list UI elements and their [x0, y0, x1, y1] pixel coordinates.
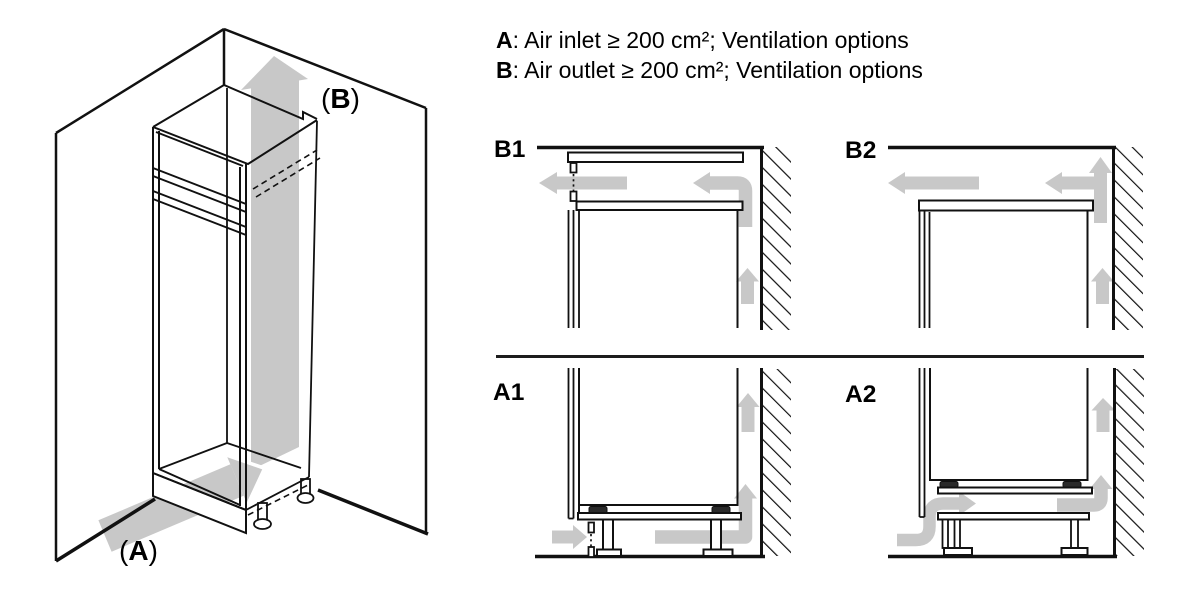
legend-line-air-inlet: A: Air inlet ≥ 200 cm²; Ventilation opti… — [496, 25, 923, 55]
legend-line-air-outlet: B: Air outlet ≥ 200 cm²; Ventilation opt… — [496, 55, 923, 85]
b1-label: B1 — [494, 136, 525, 163]
outlet-airflow-arrow — [241, 56, 308, 470]
b2-label: B2 — [845, 137, 876, 164]
b2-cabinet — [918, 199, 1094, 328]
inlet-label: (A) — [119, 535, 158, 566]
legend-text-b: : Air outlet ≥ 200 cm²; Ventilation opti… — [512, 57, 923, 83]
legend: A: Air inlet ≥ 200 cm²; Ventilation opti… — [496, 25, 923, 85]
legend-key-a: A — [496, 27, 513, 53]
a2-arrows — [897, 398, 1116, 547]
b2-wall-hatching — [1115, 147, 1143, 330]
diagram-b2: B2 — [845, 137, 1143, 330]
hidden-edges-dashed — [247, 149, 321, 516]
b1-wall-hatching — [763, 147, 791, 330]
isometric-niche-diagram: (B) (A) — [54, 27, 429, 566]
a1-wall-hatching — [763, 369, 791, 556]
outlet-label: (B) — [321, 83, 360, 114]
a1-cabinet — [567, 368, 742, 558]
b2-arrows — [888, 157, 1114, 304]
diagram-b1: B1 — [494, 136, 791, 330]
niche-cabinet — [152, 83, 321, 516]
legend-text-a: : Air inlet ≥ 200 cm²; Ventilation optio… — [512, 27, 909, 53]
a1-label: A1 — [493, 379, 524, 406]
a2-cabinet — [918, 368, 1093, 556]
b1-cabinet — [567, 151, 744, 328]
diagram-a2: A2 — [845, 368, 1144, 559]
section-divider — [496, 355, 1144, 358]
b1-arrows — [539, 172, 759, 304]
diagram-a1: A1 — [493, 368, 791, 559]
a2-label: A2 — [845, 381, 876, 408]
a2-wall-hatching — [1116, 369, 1144, 556]
legend-key-b: B — [496, 57, 513, 83]
room-walls — [54, 27, 429, 563]
a1-arrows — [552, 393, 760, 549]
